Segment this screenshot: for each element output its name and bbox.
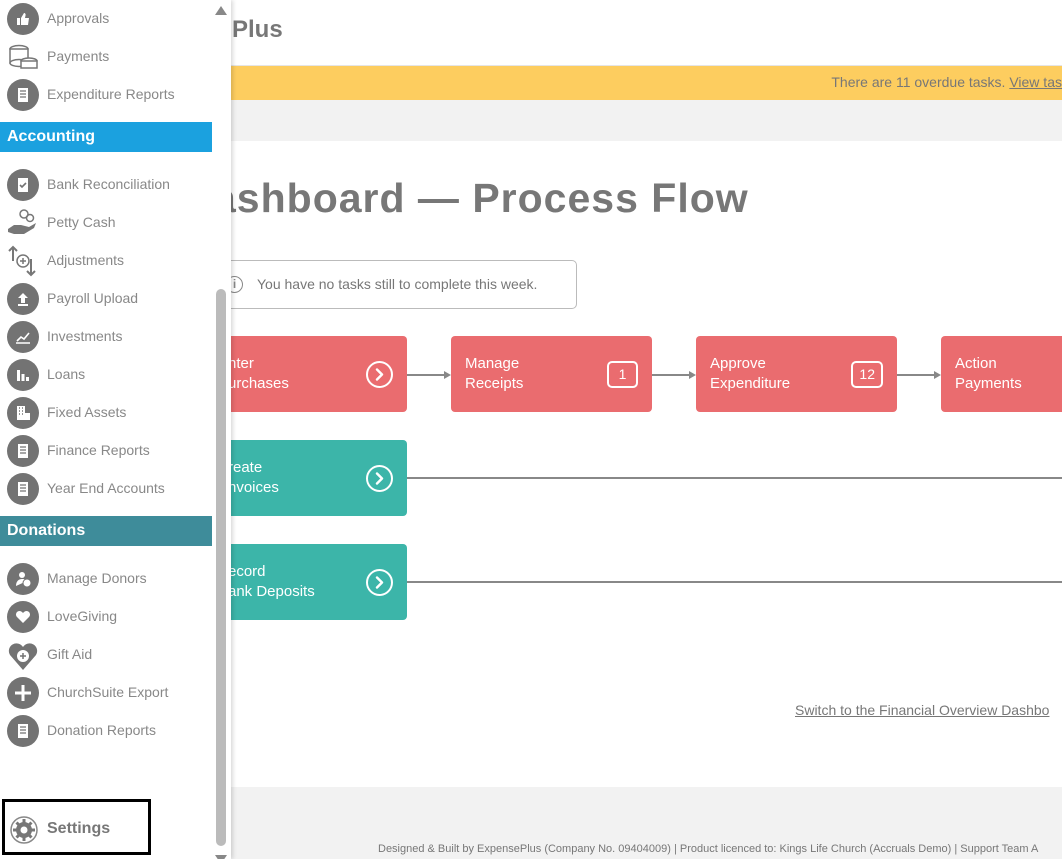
sidebar-item-label: ChurchSuite Export — [47, 684, 169, 700]
card-label: Manage Receipts — [465, 355, 524, 392]
report-icon — [7, 435, 39, 467]
switch-dashboard-link[interactable]: Switch to the Financial Overview Dashbo — [795, 702, 1050, 718]
sidebar-item-label: LoveGiving — [47, 608, 118, 624]
sidebar-item-label: Finance Reports — [47, 442, 150, 458]
page-title: ashboard — Process Flow — [213, 175, 749, 221]
sidebar-item-finance-reports[interactable]: Finance Reports — [0, 432, 212, 470]
coins-icon — [7, 41, 39, 73]
info-box: i You have no tasks still to complete th… — [180, 260, 577, 309]
section-header-donations: Donations — [0, 516, 212, 546]
sidebar-item-adjustments[interactable]: Adjustments — [0, 242, 212, 280]
sidebar-item-manage-donors[interactable]: Manage Donors — [0, 560, 212, 598]
upload-icon — [7, 283, 39, 315]
approve-expenditure-card[interactable]: Approve Expenditure 12 — [696, 336, 897, 412]
sidebar-item-approvals[interactable]: Approvals — [0, 0, 212, 38]
report-icon — [7, 79, 39, 111]
flow-connector — [897, 374, 935, 376]
card-label: Approve Expenditure — [710, 355, 791, 392]
chevron-right-icon[interactable] — [366, 465, 393, 492]
chevron-right-icon[interactable] — [366, 361, 393, 388]
manage-receipts-card[interactable]: Manage Receipts 1 — [451, 336, 652, 412]
flow-connector — [407, 374, 445, 376]
sidebar-item-churchsuite-export[interactable]: ChurchSuite Export — [0, 674, 212, 712]
sidebar-item-label: Adjustments — [47, 252, 125, 268]
sidebar-item-label: Year End Accounts — [47, 480, 165, 496]
building-icon — [7, 397, 39, 429]
arrow-right-icon — [689, 371, 696, 379]
hand-coins-icon — [7, 207, 39, 239]
sidebar-item-bank-reconciliation[interactable]: Bank Reconciliation — [0, 166, 212, 204]
sidebar-item-label: Payments — [47, 48, 110, 64]
export-icon — [7, 677, 39, 709]
count-badge: 12 — [851, 361, 883, 388]
arrow-right-icon — [934, 371, 941, 379]
sidebar-item-payroll-upload[interactable]: Payroll Upload — [0, 280, 212, 318]
sidebar-item-donation-reports[interactable]: Donation Reports — [0, 712, 212, 750]
sidebar-item-loans[interactable]: Loans — [0, 356, 212, 394]
sidebar-item-year-end-accounts[interactable]: Year End Accounts — [0, 470, 212, 508]
alert-text: There are 11 overdue tasks. — [831, 74, 1006, 90]
section-header-accounting: Accounting — [0, 122, 212, 152]
settings-button[interactable]: Settings — [2, 799, 151, 855]
sidebar-item-expenditure-reports[interactable]: Expenditure Reports — [0, 76, 212, 114]
action-payments-card[interactable]: Action Payments — [941, 336, 1062, 412]
sidebar: Approvals Payments Expenditure Reports A… — [0, 0, 231, 859]
sidebar-item-label: Fixed Assets — [47, 404, 127, 420]
card-label: reate nvoices — [228, 459, 279, 496]
card-label: ecord ank Deposits — [228, 563, 315, 600]
checklist-icon — [7, 169, 39, 201]
count-badge: 1 — [607, 361, 638, 388]
chevron-right-icon[interactable] — [366, 569, 393, 596]
footer-text: Designed & Built by ExpensePlus (Company… — [378, 843, 1039, 855]
scroll-down-arrow-icon[interactable] — [215, 855, 227, 859]
flow-connector — [652, 374, 690, 376]
card-label: nter urchases — [228, 355, 289, 392]
gear-icon — [10, 816, 38, 844]
heart-icon — [7, 601, 39, 633]
arrow-right-icon — [444, 371, 451, 379]
app-logo[interactable]: Plus — [232, 16, 283, 43]
report-icon — [7, 715, 39, 747]
sidebar-item-payments[interactable]: Payments — [0, 38, 212, 76]
sidebar-item-investments[interactable]: Investments — [0, 318, 212, 356]
sidebar-item-label: Loans — [47, 366, 86, 382]
trend-chart-icon — [7, 321, 39, 353]
flow-connector — [407, 581, 1062, 583]
sidebar-item-lovegiving[interactable]: LoveGiving — [0, 598, 212, 636]
sidebar-item-label: Manage Donors — [47, 570, 147, 586]
sidebar-item-label: Payroll Upload — [47, 290, 139, 306]
sidebar-item-label: Bank Reconciliation — [47, 176, 170, 192]
sidebar-item-label: Investments — [47, 328, 123, 344]
view-tasks-link[interactable]: View tas — [1009, 74, 1062, 90]
alert-message: There are 11 overdue tasks. View tas — [831, 74, 1062, 90]
scroll-up-arrow-icon[interactable] — [215, 6, 227, 15]
sidebar-item-fixed-assets[interactable]: Fixed Assets — [0, 394, 212, 432]
info-text: You have no tasks still to complete this… — [257, 276, 538, 292]
bar-chart-icon — [7, 359, 39, 391]
sidebar-item-label: Petty Cash — [47, 214, 116, 230]
sidebar-item-label: Expenditure Reports — [47, 86, 175, 102]
sidebar-item-label: Donation Reports — [47, 722, 156, 738]
card-label: Action Payments — [955, 355, 1022, 392]
thumbs-up-icon — [7, 3, 39, 35]
heart-plus-icon — [7, 639, 39, 671]
sidebar-item-gift-aid[interactable]: Gift Aid — [0, 636, 212, 674]
sidebar-item-petty-cash[interactable]: Petty Cash — [0, 204, 212, 242]
sidebar-item-label: Gift Aid — [47, 646, 93, 662]
scrollbar-thumb[interactable] — [216, 289, 226, 846]
settings-label: Settings — [47, 820, 111, 837]
donor-pound-icon — [7, 563, 39, 595]
adjust-arrows-icon — [7, 245, 39, 277]
report-icon — [7, 473, 39, 505]
flow-connector — [407, 477, 1062, 479]
sidebar-item-label: Approvals — [47, 10, 110, 26]
